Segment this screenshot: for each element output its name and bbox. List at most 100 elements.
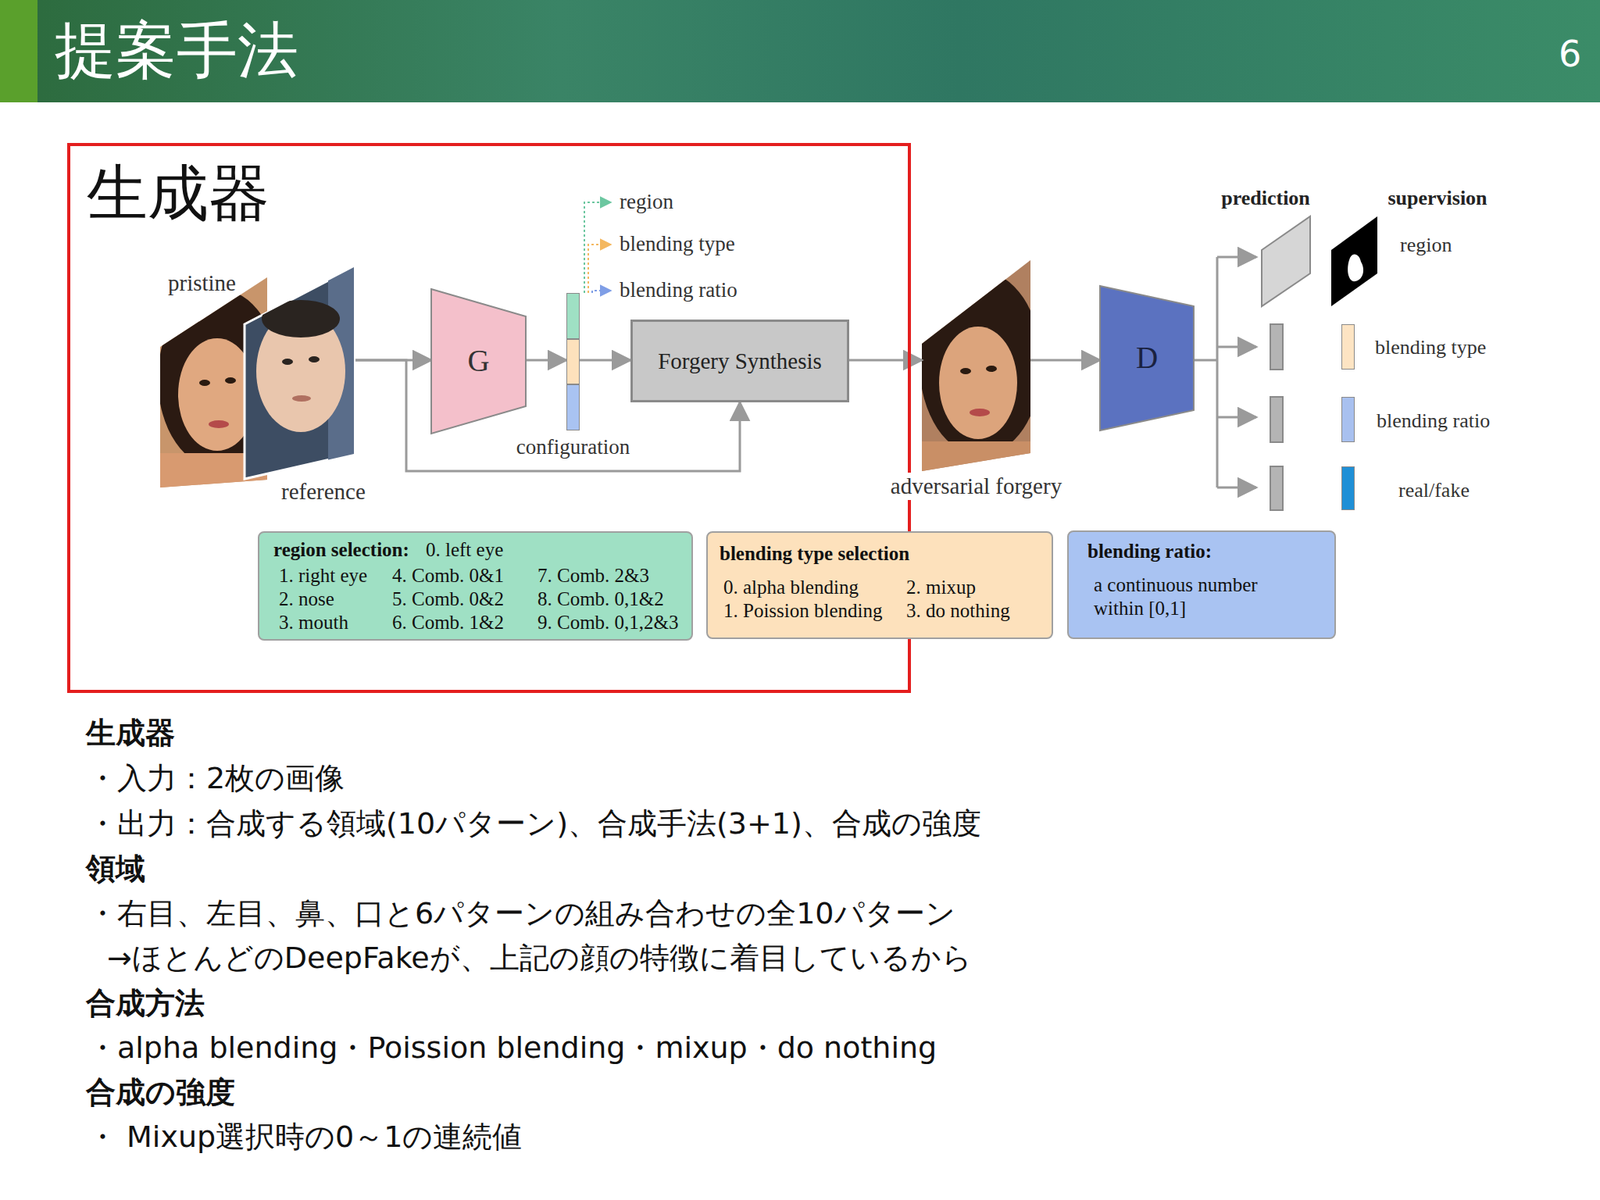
config-leader-lines-part: [592, 290, 611, 293]
output-tree-part: [1217, 256, 1257, 259]
node-text: 生成器: [86, 157, 270, 231]
option-box: blending ratio: a continuous number withi…: [1067, 530, 1336, 640]
node-text: 9. Comb. 0,1,2&3: [537, 610, 679, 635]
text-label: →ほとんどのDeepFakeが、上記の顔の特徴に着目しているから: [107, 940, 972, 977]
config-leader-lines: [584, 202, 611, 293]
legend-text: blending ratio: [1376, 408, 1490, 433]
pristine-face-part: [208, 420, 229, 429]
config-cell: [566, 292, 580, 340]
region-mask: [1331, 216, 1378, 307]
text-label: blending ratio: [619, 277, 738, 303]
adversarial-face-part: [985, 365, 997, 372]
prediction-outputs-part: [1270, 324, 1283, 370]
adversarial-face-part: [960, 367, 972, 375]
node-text: reference: [281, 478, 366, 506]
reference-face-part: [256, 265, 360, 469]
node-text: 0. alpha blending: [723, 575, 859, 600]
output-tree-part: [1193, 359, 1218, 362]
node-text: 0. left eye: [425, 538, 504, 562]
node-text: pristine: [167, 269, 236, 297]
config-cell: [566, 339, 580, 386]
adversarial-face-part: [939, 326, 1018, 440]
text-label: ・出力：合成する領域(10パターン)、合成手法(3+1)、合成の強度: [87, 806, 982, 843]
legend-swatch: [1341, 324, 1355, 370]
output-tree-part: [1217, 416, 1257, 419]
flow-arrow: [849, 359, 922, 362]
adversarial-face: [914, 260, 1042, 481]
image-node: adversarial forgery: [921, 260, 1031, 472]
trapezoid-shape: [1100, 285, 1194, 431]
reference-face-part: [308, 356, 320, 363]
node-text: Forgery Synthesis: [632, 321, 847, 400]
config-leader-lines-part: [584, 202, 611, 293]
process-box: Forgery Synthesis: [630, 319, 850, 403]
node-text: 5. Comb. 0&2: [392, 587, 504, 611]
node-text: 3. mouth: [278, 610, 349, 635]
header-bar: 提案手法: [0, 0, 1600, 103]
text-label: 6: [1558, 32, 1582, 76]
trapezoid-shape: [431, 289, 526, 434]
node-text: adversarial forgery: [887, 472, 1065, 500]
legend-swatch: [1341, 466, 1355, 511]
prediction-outputs: [1261, 216, 1311, 511]
reference-face-part: [282, 358, 293, 365]
node-text: blending type selection: [719, 542, 910, 566]
text-label: prediction: [1221, 185, 1311, 211]
region-mask-part: [1331, 216, 1378, 307]
slide-title: 提案手法: [54, 14, 299, 88]
reference-face: [244, 265, 360, 479]
node-text: a continuous number within [0,1]: [1093, 573, 1290, 621]
text-label: ・ Mixup選択時の0～1の連続値: [87, 1119, 522, 1156]
text-label: blending type: [619, 231, 736, 257]
text-label: 合成方法: [85, 985, 205, 1022]
option-box: region selection: 0. left eye 1. right eye…: [257, 531, 693, 641]
node-text: 3. do nothing: [906, 599, 1011, 623]
node-text: 2. mixup: [906, 575, 976, 600]
header-stripe: [0, 0, 38, 103]
configuration-vector: configuration: [566, 292, 580, 431]
node-text: 8. Comb. 0,1&2: [537, 587, 665, 611]
discriminator-trapezoid: D: [1100, 285, 1194, 431]
config-cell: [566, 384, 580, 431]
node-text: configuration: [516, 434, 630, 460]
text-label: ・alpha blending・Poission blending・mixup・…: [87, 1030, 937, 1067]
node-text: 1. right eye: [278, 564, 368, 588]
text-label: region: [619, 189, 674, 215]
node-text: 1. Poission blending: [723, 599, 883, 623]
node-text: 6. Comb. 1&2: [392, 610, 504, 635]
option-box: blending type selection 0. alpha blending…: [706, 531, 1054, 640]
text-label: supervision: [1387, 185, 1487, 211]
text-label: 合成の強度: [85, 1075, 236, 1111]
reference-face-part: [292, 395, 311, 402]
pristine-face-part: [199, 379, 211, 386]
node-text: blending ratio:: [1087, 539, 1212, 564]
prediction-outputs-part: [1270, 466, 1283, 511]
text-label: ・右目、左目、鼻、口と6パターンの組み合わせの全10パターン: [87, 896, 956, 933]
adversarial-face-part: [919, 271, 1042, 456]
prediction-outputs-part: [1261, 216, 1311, 307]
region-mask-part: [1347, 253, 1364, 282]
text-label: ・入力：2枚の画像: [87, 760, 345, 797]
config-leader-lines-part: [588, 244, 611, 293]
node-text: 4. Comb. 0&1: [392, 564, 504, 588]
flow-arrow: [525, 359, 567, 362]
node-text: G: [431, 289, 526, 434]
pristine-face-part: [225, 377, 236, 384]
adversarial-face-part: [914, 271, 1042, 481]
output-tree-part: [1216, 257, 1219, 488]
text-label: 領域: [85, 851, 146, 888]
node-text: 7. Comb. 2&3: [537, 564, 650, 588]
output-tree-part: [1217, 486, 1257, 490]
node-text: region selection:: [273, 538, 410, 562]
prediction-outputs-part: [1270, 396, 1283, 443]
legend-text: blending type: [1375, 335, 1486, 360]
adversarial-face-part: [969, 408, 990, 417]
reference-face-part: [261, 300, 340, 338]
input-images: pristinereference: [156, 261, 356, 489]
generator-trapezoid: G: [431, 289, 526, 434]
output-tree: [1193, 257, 1257, 488]
flow-arrow: [1030, 359, 1100, 362]
legend-swatch: [1341, 396, 1355, 443]
output-tree-part: [1217, 346, 1257, 349]
